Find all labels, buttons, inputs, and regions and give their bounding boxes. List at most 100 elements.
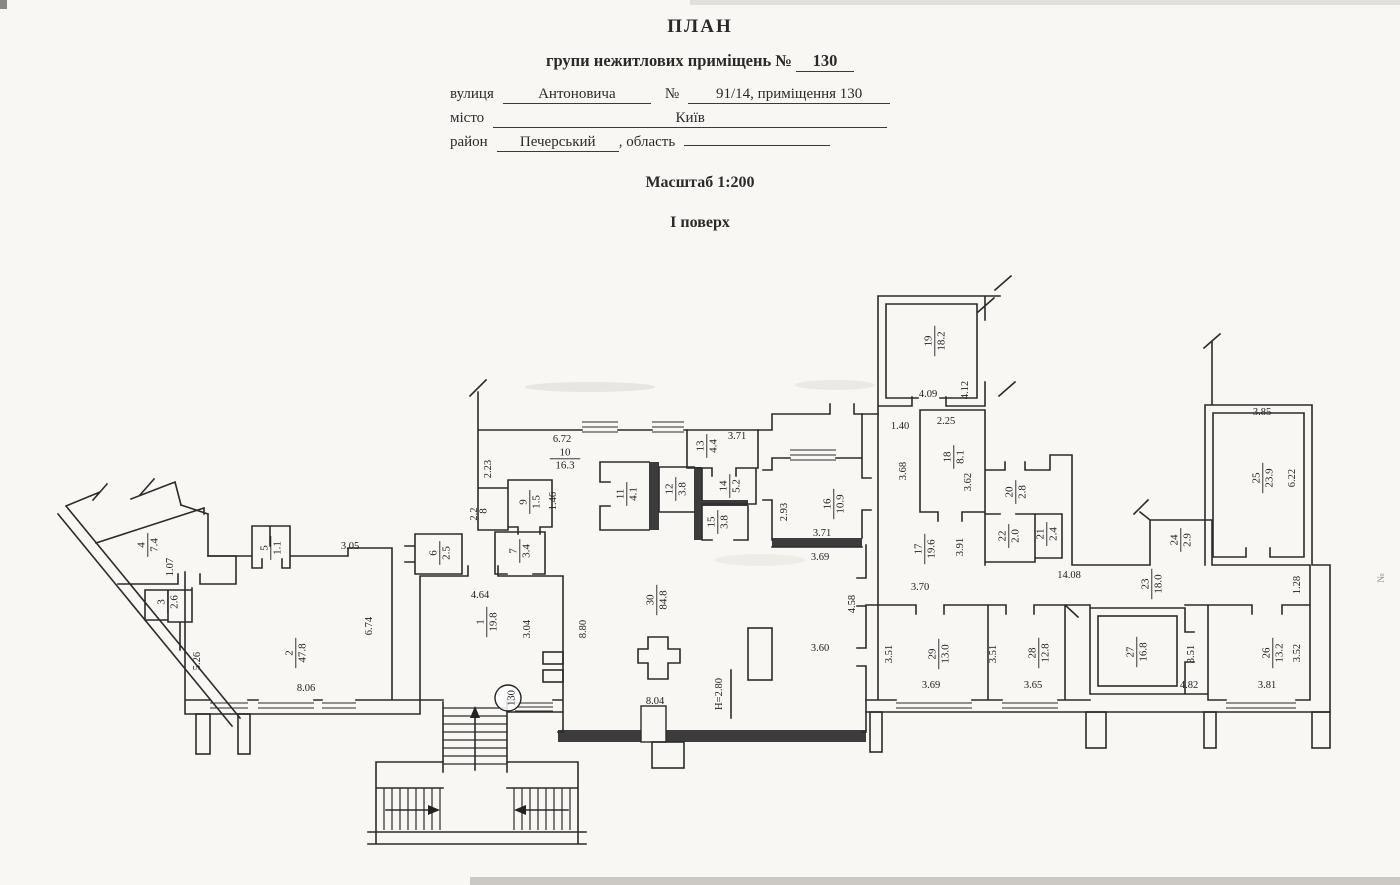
svg-text:23: 23 <box>1140 578 1152 590</box>
oblast-label: , область <box>618 134 676 150</box>
svg-text:8.1: 8.1 <box>955 450 967 464</box>
room27-inner-box <box>1097 615 1178 687</box>
svg-text:2.8: 2.8 <box>1017 485 1029 499</box>
dimension-label: 8.04 <box>646 696 665 707</box>
dimension-label: 4.58 <box>847 595 858 613</box>
svg-text:3.4: 3.4 <box>521 544 533 558</box>
dimension-label: 3.51 <box>1186 645 1197 663</box>
svg-text:10.9: 10.9 <box>835 494 847 514</box>
dimension-label: Н=2.80 <box>714 678 725 710</box>
svg-text:11: 11 <box>615 489 627 500</box>
svg-text:47.8: 47.8 <box>297 643 309 663</box>
city-value: Київ <box>493 110 888 128</box>
district-row: район Печерський , область <box>450 134 950 152</box>
svg-text:3: 3 <box>156 599 168 605</box>
svg-text:3.8: 3.8 <box>719 515 731 529</box>
svg-text:12: 12 <box>664 484 676 495</box>
svg-text:29: 29 <box>927 648 939 660</box>
svg-text:7.4: 7.4 <box>149 538 161 552</box>
svg-text:14: 14 <box>718 480 730 492</box>
svg-text:23.9: 23.9 <box>1264 468 1276 488</box>
dimension-label: 3.68 <box>898 462 909 480</box>
dimension-label: 1.07 <box>165 558 176 576</box>
district-label: район <box>450 134 488 150</box>
dimension-label: 8.06 <box>297 683 315 694</box>
dimension-label: 8.80 <box>578 620 589 638</box>
hall-south-pier <box>651 741 685 769</box>
svg-text:16.8: 16.8 <box>1138 642 1150 662</box>
street-row: вулиця Антоновича № 91/14, приміщення 13… <box>450 86 950 104</box>
walls-room2-block <box>184 525 421 715</box>
city-label: місто <box>450 110 485 126</box>
svg-text:13.2: 13.2 <box>1274 643 1286 662</box>
svg-text:13: 13 <box>695 440 707 452</box>
stair-arrow-right <box>428 805 440 815</box>
dimension-label: 4.12 <box>960 381 971 399</box>
dimension-label: 4.82 <box>1180 680 1198 691</box>
svg-text:4: 4 <box>136 542 148 548</box>
svg-text:18: 18 <box>942 451 954 463</box>
svg-text:3.8: 3.8 <box>677 482 689 496</box>
svg-text:17: 17 <box>913 543 925 555</box>
svg-text:5: 5 <box>259 545 271 551</box>
hall-window-pier <box>640 705 667 743</box>
badge-number: 130 <box>507 690 518 706</box>
svg-text:28: 28 <box>1027 647 1039 659</box>
svg-text:25: 25 <box>1251 472 1263 484</box>
scale-note: Масштаб 1:200 <box>645 174 755 191</box>
number-value: 91/14, приміщення 130 <box>688 86 891 104</box>
svg-text:2.9: 2.9 <box>1182 533 1194 547</box>
dimension-label: 6.72 <box>553 434 571 445</box>
svg-text:22: 22 <box>997 531 1009 542</box>
svg-text:16.3: 16.3 <box>555 460 575 472</box>
dimension-label: 4.64 <box>471 590 490 601</box>
svg-text:18.2: 18.2 <box>936 331 948 350</box>
district-value: Печерський <box>496 134 619 152</box>
dimension-label: 2.25 <box>937 416 955 427</box>
svg-text:1: 1 <box>475 619 487 625</box>
pilaster <box>542 651 564 665</box>
dimension-label: 3.52 <box>1292 644 1303 662</box>
svg-text:84.8: 84.8 <box>658 590 670 610</box>
svg-text:2.0: 2.0 <box>1010 529 1022 543</box>
street-label: вулиця <box>450 86 494 102</box>
dimension-label: 3.04 <box>522 619 533 638</box>
svg-text:4.4: 4.4 <box>708 439 720 453</box>
number-label: № <box>664 86 680 102</box>
dimension-label: 3.60 <box>811 643 829 654</box>
svg-text:1.1: 1.1 <box>272 541 284 555</box>
dimension-label: 2.2 <box>469 507 480 520</box>
hall-pillar <box>637 636 681 680</box>
svg-text:18.0: 18.0 <box>1153 574 1165 594</box>
staircase <box>367 706 587 845</box>
stair-arrow-left <box>514 805 526 815</box>
plan-subtitle: групи нежитлових приміщень № 130 <box>450 51 950 72</box>
svg-text:4.1: 4.1 <box>628 487 640 501</box>
subtitle-text: групи нежитлових приміщень № <box>545 51 792 70</box>
pilaster <box>542 669 564 683</box>
svg-text:12.8: 12.8 <box>1040 643 1052 663</box>
floor-note: І поверх <box>670 214 730 231</box>
dimension-label: 2.93 <box>779 503 790 521</box>
svg-text:21: 21 <box>1035 529 1047 540</box>
dimension-label: 3.51 <box>884 645 895 663</box>
svg-text:19.6: 19.6 <box>926 539 938 559</box>
